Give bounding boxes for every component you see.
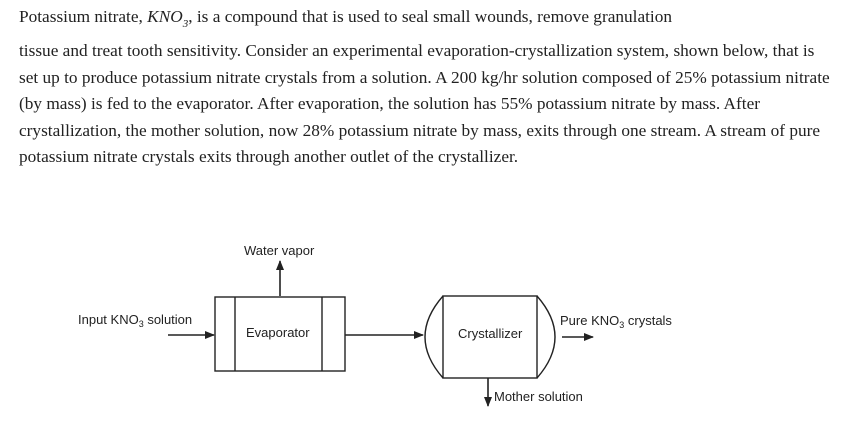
formula-subscript: 3 xyxy=(182,18,189,30)
problem-intro: Potassium nitrate, xyxy=(19,7,148,26)
problem-statement: Potassium nitrate, KNO3, is a compound t… xyxy=(19,4,834,170)
formula-kno3: KNO3 xyxy=(147,7,188,30)
crystallizer-unit: Crystallizer xyxy=(424,295,556,379)
evaporator-label: Evaporator xyxy=(246,325,310,340)
pure-crystals-label: Pure KNO3 crystals xyxy=(560,313,672,330)
input-solution-label: Input KNO3 solution xyxy=(78,312,192,329)
evaporator-unit: Evaporator xyxy=(214,296,346,372)
problem-first-line: Potassium nitrate, KNO3, is a compound t… xyxy=(19,4,834,30)
problem-body: tissue and treat tooth sensitivity. Cons… xyxy=(19,41,830,167)
water-vapor-label: Water vapor xyxy=(244,243,315,258)
crystallizer-label: Crystallizer xyxy=(458,326,523,341)
problem-intro-rest: , is a compound that is used to seal sma… xyxy=(188,7,673,26)
formula-main: KNO xyxy=(147,7,183,26)
mother-solution-label: Mother solution xyxy=(494,389,583,404)
